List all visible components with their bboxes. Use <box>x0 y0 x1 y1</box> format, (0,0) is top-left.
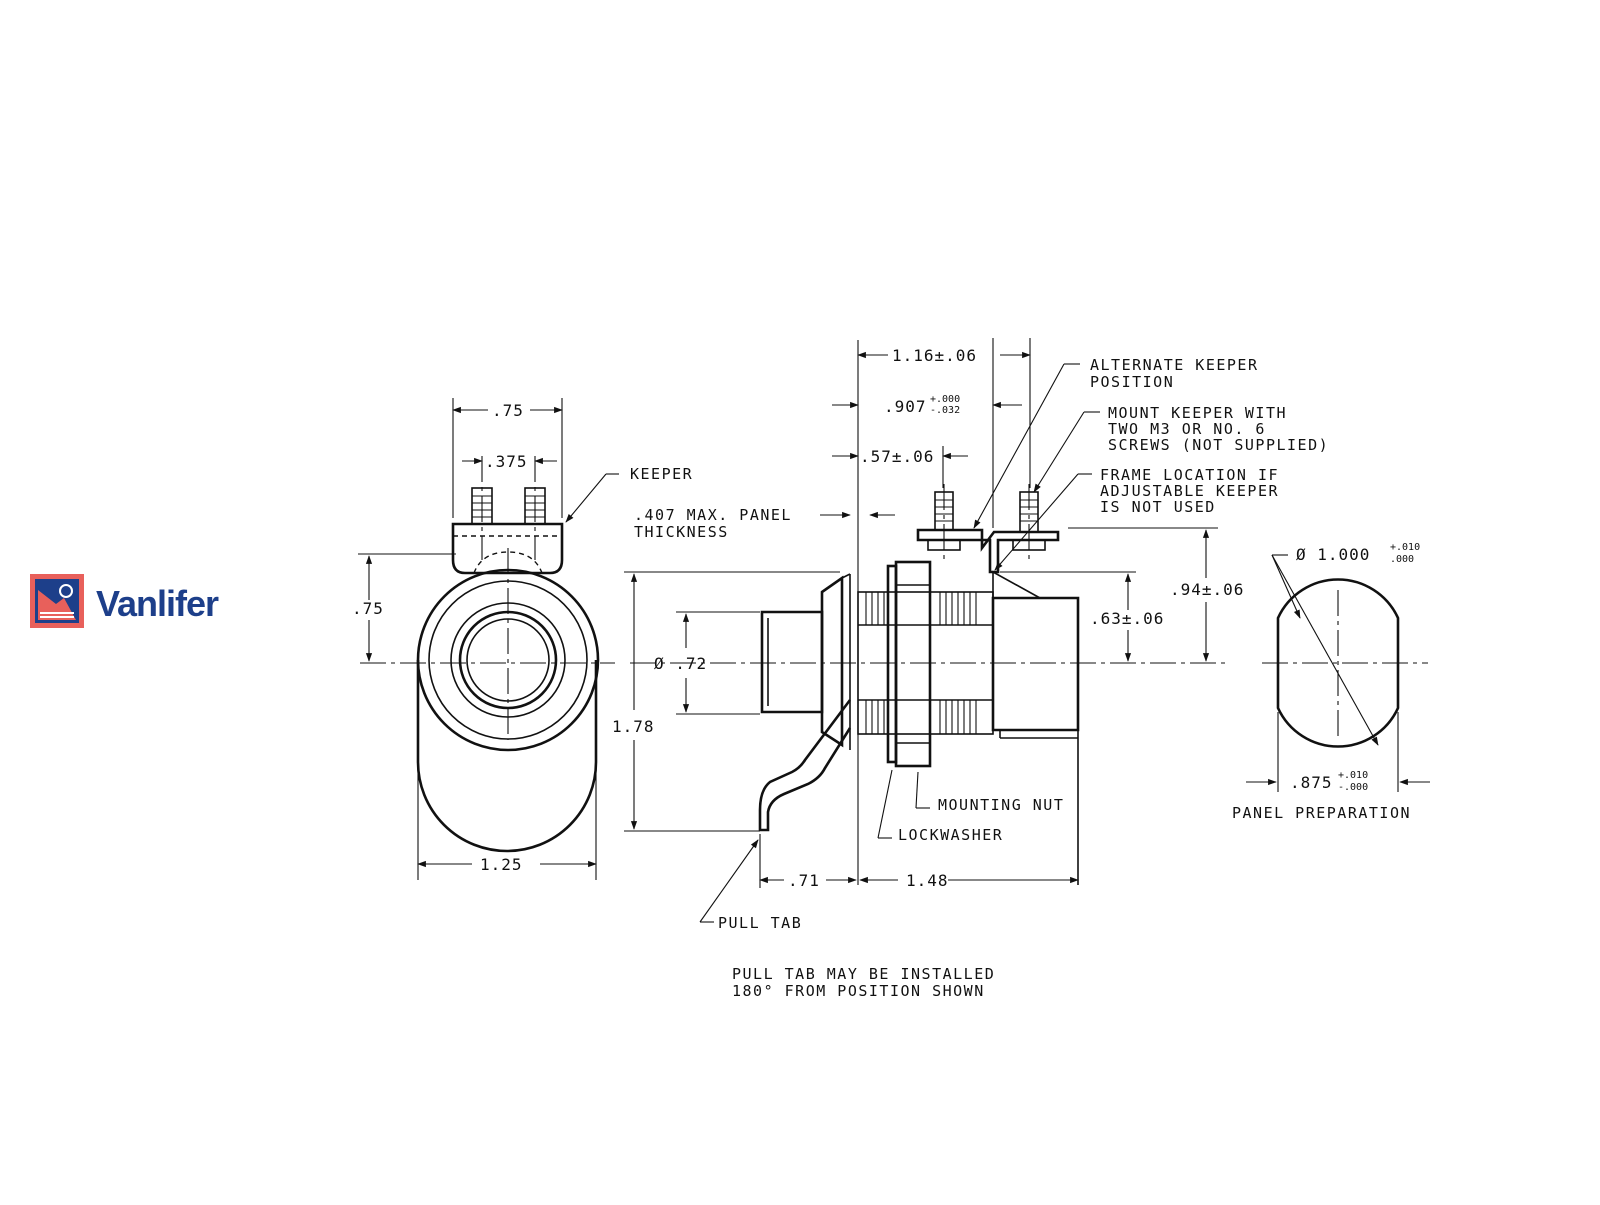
dim-panel-dia-tol-upper: +.010 <box>1390 542 1420 553</box>
label-frame-1: FRAME LOCATION IF <box>1100 466 1279 484</box>
panel-preparation-view: Ø 1.000 +.010 .000 .875 +.010 -.000 PANE… <box>1232 542 1430 822</box>
dim-57: .57±.06 <box>860 447 934 466</box>
label-panel-thickness-1: .407 MAX. PANEL <box>634 506 792 524</box>
logo-text: Vanlifer <box>96 583 219 624</box>
label-lockwasher: LOCKWASHER <box>898 826 1003 844</box>
dim-907-tol-lower: -.032 <box>930 405 960 416</box>
label-frame-2: ADJUSTABLE KEEPER <box>1100 482 1279 500</box>
label-frame-3: IS NOT USED <box>1100 498 1216 516</box>
label-panel-thickness-2: THICKNESS <box>634 523 729 541</box>
rear-housing <box>991 596 1080 732</box>
label-panel-preparation: PANEL PREPARATION <box>1232 804 1411 822</box>
dim-panel-flat: .875 <box>1290 773 1333 792</box>
note-line-2: 180° FROM POSITION SHOWN <box>732 982 985 1000</box>
dim-screw-spacing: .375 <box>485 452 528 471</box>
mounting-nut <box>894 560 932 768</box>
dim-front-width-bottom: 1.25 <box>480 855 523 874</box>
dim-94: .94±.06 <box>1170 580 1244 599</box>
front-view: .75 .375 KEEPER .75 1.25 <box>352 398 693 880</box>
dim-overall-keeper: 1.16±.06 <box>892 346 977 365</box>
dim-907-tol-upper: +.000 <box>930 394 960 405</box>
note-line-1: PULL TAB MAY BE INSTALLED <box>732 965 995 983</box>
front-body-outline <box>416 660 598 853</box>
thread-top <box>865 592 977 625</box>
dim-front-height: .75 <box>352 599 384 618</box>
dim-panel-flat-tol-lower: -.000 <box>1338 782 1368 793</box>
dim-dia-72: Ø .72 <box>654 654 707 673</box>
panel-cutout <box>1276 578 1400 748</box>
keeper-plate <box>451 522 564 575</box>
pull-tab <box>758 699 852 832</box>
dim-71: .71 <box>788 871 820 890</box>
label-pull-tab: PULL TAB <box>718 914 802 932</box>
side-view: 1.16±.06 .907 +.000 -.032 .57±.06 .407 M… <box>612 338 1329 1000</box>
thread-bottom <box>865 700 977 734</box>
vanlifer-logo: Vanlifer <box>30 574 220 628</box>
plunger <box>760 610 824 714</box>
dim-63: .63±.06 <box>1090 609 1164 628</box>
bezel <box>820 575 844 748</box>
dim-panel-dia: Ø 1.000 <box>1296 545 1370 564</box>
label-mount-keeper-3: SCREWS (NOT SUPPLIED) <box>1108 436 1329 454</box>
label-mount-keeper-1: MOUNT KEEPER WITH <box>1108 404 1287 422</box>
label-mount-keeper-2: TWO M3 OR NO. 6 <box>1108 420 1266 438</box>
dim-907-main: .907 <box>884 397 927 416</box>
label-mounting-nut: MOUNTING NUT <box>938 796 1064 814</box>
dim-148: 1.48 <box>906 871 949 890</box>
label-alt-keeper-2: POSITION <box>1090 373 1174 391</box>
side-keeper <box>916 528 1060 574</box>
logo-sun-icon <box>59 584 73 598</box>
dim-front-width-top: .75 <box>492 401 524 420</box>
dim-panel-flat-tol-upper: +.010 <box>1338 770 1368 781</box>
label-alt-keeper-1: ALTERNATE KEEPER <box>1090 356 1259 374</box>
label-keeper: KEEPER <box>630 465 693 483</box>
dim-panel-dia-tol-lower: .000 <box>1390 554 1414 565</box>
dim-178: 1.78 <box>612 717 655 736</box>
